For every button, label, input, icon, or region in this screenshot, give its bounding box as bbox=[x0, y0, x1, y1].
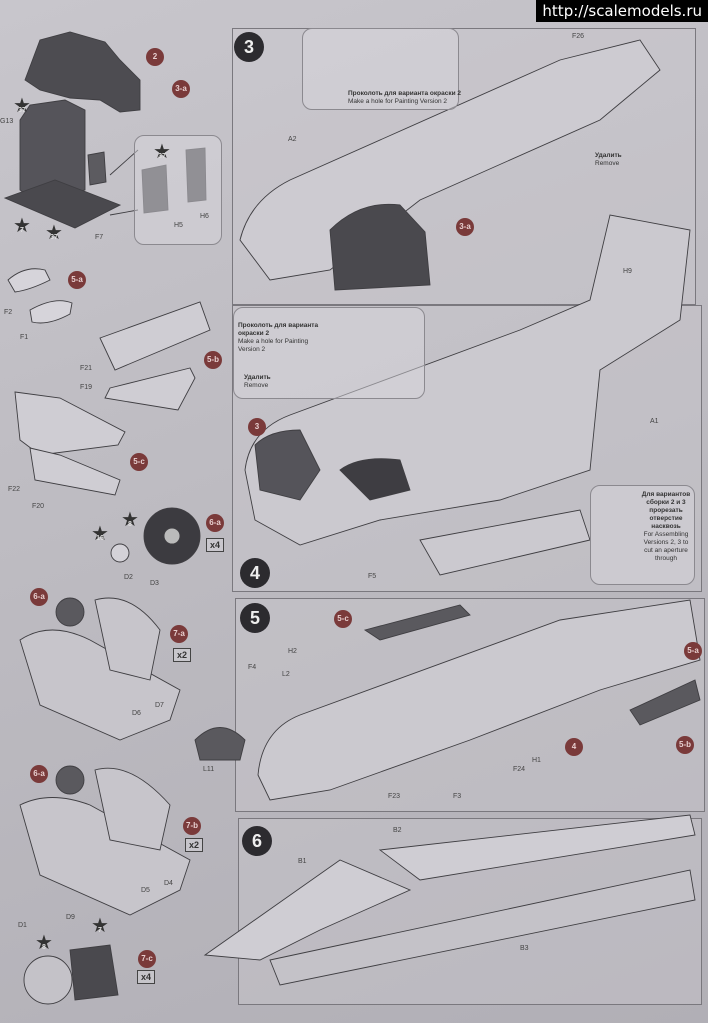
callout-h5-h6 bbox=[134, 135, 222, 245]
part-label: H5 bbox=[174, 222, 183, 229]
part-label: L2 bbox=[282, 671, 290, 678]
part-label: D7 bbox=[155, 702, 164, 709]
part-label: D4 bbox=[164, 880, 173, 887]
step-number: 6 bbox=[242, 826, 272, 856]
subassembly-ref: 5-b bbox=[676, 736, 694, 754]
paint-star-icon: ★7 bbox=[13, 215, 31, 237]
subassembly-ref: 6-a bbox=[30, 765, 48, 783]
watermark: http://scalemodels.ru bbox=[536, 0, 708, 22]
part-label: A1 bbox=[650, 418, 659, 425]
part-label: H2 bbox=[288, 648, 297, 655]
subassembly-ref: 5-c bbox=[130, 453, 148, 471]
part-label: F22 bbox=[8, 486, 21, 493]
callout-step4-cut bbox=[590, 485, 695, 585]
part-label: F24 bbox=[513, 766, 526, 773]
part-label: F19 bbox=[80, 384, 93, 391]
step-number: 5 bbox=[240, 603, 270, 633]
subassembly-ref: 3-a bbox=[172, 80, 190, 98]
subassembly-ref: 5-c bbox=[334, 610, 352, 628]
part-label: B3 bbox=[520, 945, 529, 952]
subassembly-ref: 5-b bbox=[204, 351, 222, 369]
paint-star-icon: ★37 bbox=[13, 95, 31, 117]
subassembly-ref: 6-a bbox=[206, 514, 224, 532]
part-label: F1 bbox=[20, 334, 29, 341]
step-number: 3 bbox=[234, 32, 264, 62]
part-label: B1 bbox=[298, 858, 307, 865]
quantity-badge: x4 bbox=[137, 970, 156, 984]
callout-step3-hole bbox=[302, 28, 459, 110]
subassembly-ref: 5-a bbox=[68, 271, 86, 289]
subassembly-ref: 5-a bbox=[684, 642, 702, 660]
part-label: D3 bbox=[150, 580, 159, 587]
part-label: D9 bbox=[66, 914, 75, 921]
paint-star-icon: ★16 bbox=[91, 523, 109, 545]
part-label: F23 bbox=[388, 793, 401, 800]
part-label: F4 bbox=[248, 664, 257, 671]
paint-star-icon: ★8 bbox=[35, 932, 53, 954]
part-label: F3 bbox=[453, 793, 462, 800]
subassembly-ref: 7-a bbox=[170, 625, 188, 643]
part-label: L11 bbox=[203, 766, 215, 773]
part-label: D5 bbox=[141, 887, 150, 894]
paint-star-icon: ★8 bbox=[121, 509, 139, 531]
quantity-badge: x2 bbox=[185, 838, 204, 852]
part-label: G13 bbox=[0, 118, 14, 125]
part-label: B2 bbox=[393, 827, 402, 834]
part-label: D6 bbox=[132, 710, 141, 717]
part-label: F7 bbox=[95, 234, 104, 241]
part-label: F26 bbox=[572, 33, 585, 40]
subassembly-ref: 4 bbox=[565, 738, 583, 756]
subassembly-ref: 3 bbox=[248, 418, 266, 436]
part-label: F5 bbox=[368, 573, 377, 580]
paint-star-icon: ★37 bbox=[45, 222, 63, 244]
subassembly-ref: 6-a bbox=[30, 588, 48, 606]
part-label: D2 bbox=[124, 574, 133, 581]
part-label: F20 bbox=[32, 503, 45, 510]
step-number: 4 bbox=[240, 558, 270, 588]
subassembly-ref: 2 bbox=[146, 48, 164, 66]
callout-step4-hole bbox=[233, 307, 425, 399]
part-label: D1 bbox=[18, 922, 27, 929]
subassembly-ref: 3-a bbox=[456, 218, 474, 236]
paint-star-icon: ★7 bbox=[91, 915, 109, 937]
subassembly-ref: 7-c bbox=[138, 950, 156, 968]
note-cut-aperture: Для вариантов сборки 2 и 3 прорезать отв… bbox=[641, 491, 691, 562]
part-label: F2 bbox=[4, 309, 13, 316]
quantity-badge: x4 bbox=[206, 538, 225, 552]
subassembly-ref: 7-b bbox=[183, 817, 201, 835]
part-label: H6 bbox=[200, 213, 209, 220]
part-label: H9 bbox=[623, 268, 632, 275]
paint-star-icon: ★37 bbox=[153, 141, 171, 163]
part-label: H1 bbox=[532, 757, 541, 764]
quantity-badge: x2 bbox=[173, 648, 192, 662]
part-label: A2 bbox=[288, 136, 297, 143]
part-label: F21 bbox=[80, 365, 93, 372]
